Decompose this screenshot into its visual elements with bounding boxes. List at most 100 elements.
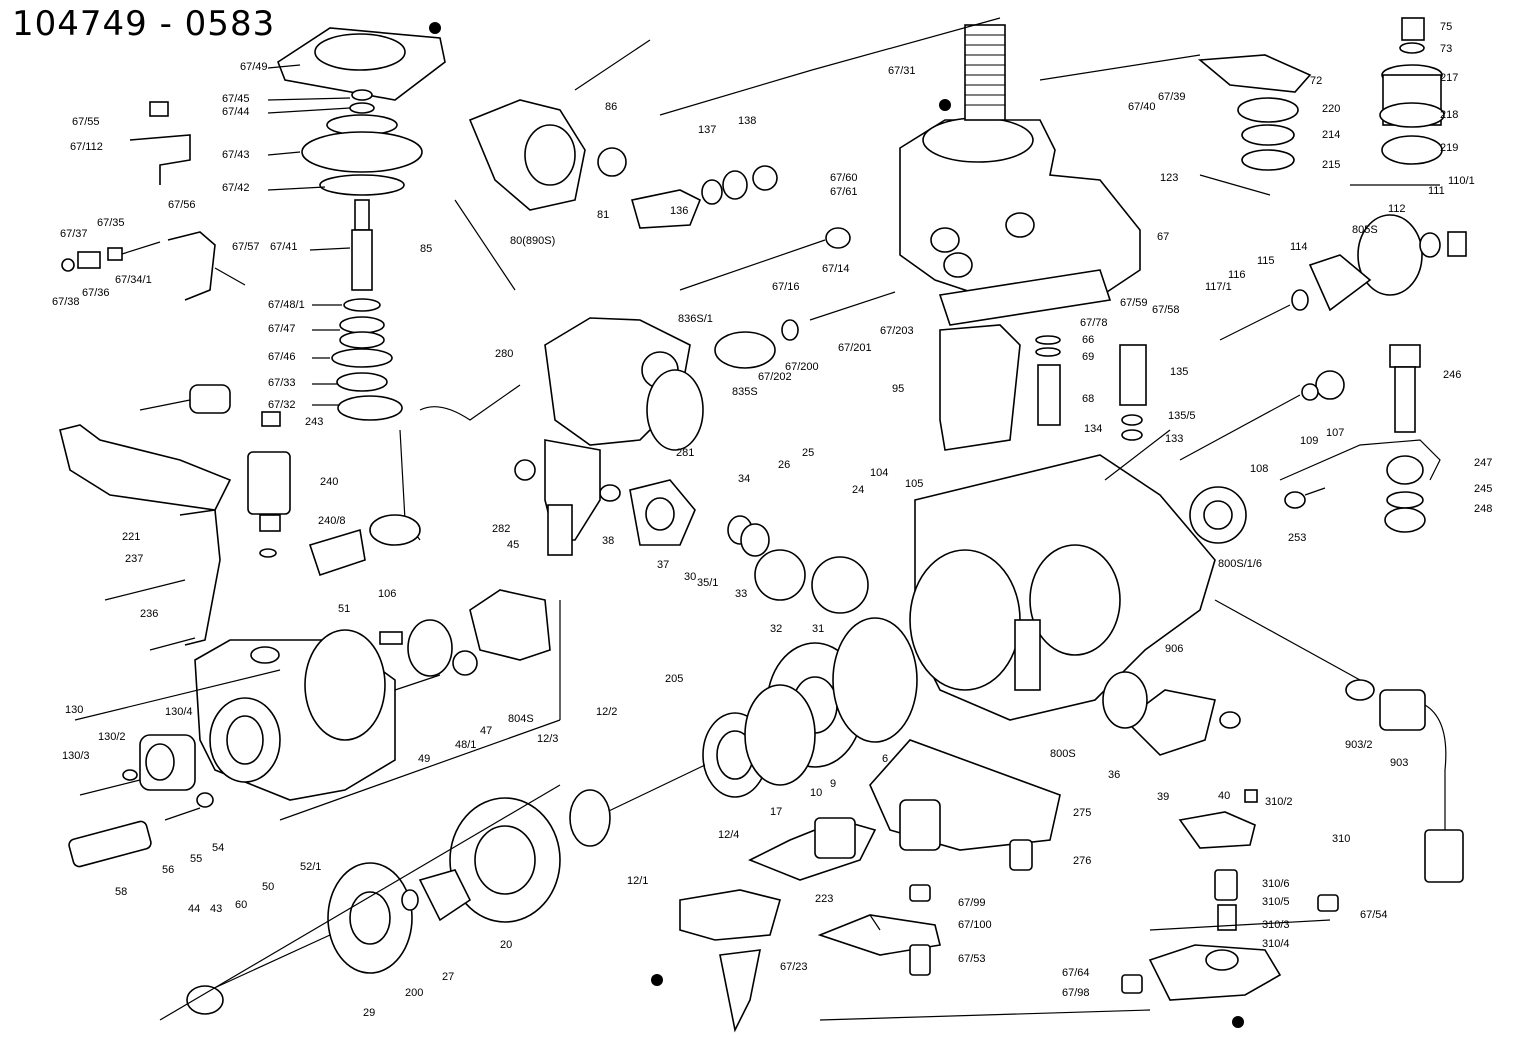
part-callout-label: 67/54 <box>1360 909 1388 921</box>
solenoid-95 <box>939 324 1021 451</box>
part-callout-label: 67/36 <box>82 287 110 299</box>
part-callout-label: 67/41 <box>270 241 298 253</box>
part-callout-label: 310 <box>1332 833 1350 845</box>
part-callout-label: 56 <box>162 864 174 876</box>
bracket-67-23 <box>651 817 877 1033</box>
part-callout-label: 67/42 <box>222 182 250 194</box>
part-callout-label: 67/44 <box>222 106 250 118</box>
part-callout-label: 47 <box>480 725 492 737</box>
part-callout-label: 67/112 <box>70 141 103 153</box>
plug-107 <box>1179 370 1345 461</box>
part-callout-label: 903 <box>1390 757 1408 769</box>
upper-housing <box>899 117 1141 301</box>
part-callout-label: 805S <box>1352 224 1378 236</box>
part-callout-label: 112 <box>1388 203 1406 215</box>
part-callout-label: 200 <box>405 987 423 999</box>
drawing-number: 104749 - 0583 <box>12 4 276 44</box>
part-callout-label: 58 <box>115 886 127 898</box>
cover-39 <box>1102 671 1241 756</box>
spring-stack-right <box>1197 17 1445 171</box>
part-callout-label: 50 <box>262 881 274 893</box>
part-callout-label: 9 <box>830 778 836 790</box>
part-callout-label: 39 <box>1157 791 1169 803</box>
part-callout-label: 48/1 <box>455 739 476 751</box>
part-callout-label: 67/59 <box>1120 297 1148 309</box>
gasket-67-78 <box>938 269 1112 326</box>
part-callout-label: 114 <box>1290 241 1308 253</box>
part-callout-label: 55 <box>190 853 202 865</box>
part-callout-label: 67/31 <box>888 65 916 77</box>
part-callout-label: 81 <box>597 209 609 221</box>
part-callout-label: 67/61 <box>830 186 858 198</box>
banjo-247 <box>1279 439 1441 533</box>
part-callout-label: 67/203 <box>880 325 914 337</box>
part-callout-label: 804S <box>508 713 534 725</box>
part-callout-label: 20 <box>500 939 512 951</box>
part-callout-label: 67/23 <box>780 961 808 973</box>
part-callout-label: 67/201 <box>838 342 872 354</box>
part-callout-label: 67/202 <box>758 371 792 383</box>
part-callout-label: 69 <box>1082 351 1094 363</box>
part-callout-label: 217 <box>1440 72 1458 84</box>
regulating-valve-804S <box>379 589 551 691</box>
part-callout-label: 12/3 <box>537 733 558 745</box>
part-callout-label: 835S <box>732 386 758 398</box>
part-callout-label: 135 <box>1170 366 1188 378</box>
part-callout-label: 67/78 <box>1080 317 1108 329</box>
part-callout-label: 310/5 <box>1262 896 1290 908</box>
part-callout-label: 67/35 <box>97 217 125 229</box>
plate-67-100 <box>817 884 941 976</box>
part-callout-label: 110/1 <box>1448 175 1475 187</box>
part-callout-label: 12/2 <box>596 706 617 718</box>
part-callout-label: 36 <box>1108 769 1120 781</box>
part-callout-label: 116 <box>1228 269 1246 281</box>
gear-shaft-right <box>1219 214 1467 341</box>
part-callout-label: 240/8 <box>318 515 346 527</box>
part-callout-label: 67/32 <box>268 399 296 411</box>
part-callout-label: 67/53 <box>958 953 986 965</box>
part-callout-label: 130/4 <box>165 706 193 718</box>
part-callout-label: 12/4 <box>718 829 739 841</box>
part-callout-label: 236 <box>140 608 158 620</box>
part-callout-label: 86 <box>605 101 617 113</box>
valve-130 <box>79 734 196 796</box>
part-callout-label: 906 <box>1165 643 1183 655</box>
bolt-276 <box>1009 839 1033 871</box>
part-callout-label: 67/57 <box>232 241 260 253</box>
callout-labels: 67/4967/4567/4467/5567/11267/4367/4267/5… <box>52 21 1492 1019</box>
bolt-253 <box>1284 487 1326 509</box>
part-callout-label: 37 <box>657 559 669 571</box>
part-callout-label: 253 <box>1288 532 1306 544</box>
part-callout-label: 31 <box>812 623 824 635</box>
part-callout-label: 105 <box>905 478 923 490</box>
part-callout-label: 35/1 <box>697 577 718 589</box>
part-callout-label: 67/58 <box>1152 304 1180 316</box>
part-callout-label: 85 <box>420 243 432 255</box>
part-callout-label: 134 <box>1084 423 1102 435</box>
part-callout-label: 75 <box>1440 21 1452 33</box>
part-callout-label: 138 <box>738 115 756 127</box>
part-callout-label: 243 <box>305 416 323 428</box>
part-callout-label: 34 <box>738 473 750 485</box>
part-callout-label: 67/40 <box>1128 101 1156 113</box>
plate-275 <box>869 739 1061 851</box>
part-callout-label: 12/1 <box>627 875 648 887</box>
part-callout-label: 276 <box>1073 855 1091 867</box>
part-callout-label: 108 <box>1250 463 1268 475</box>
part-callout-label: 67/60 <box>830 172 858 184</box>
part-callout-label: 67/14 <box>822 263 850 275</box>
part-callout-label: 25 <box>802 447 814 459</box>
fitting-58 <box>68 792 214 868</box>
part-callout-label: 310/2 <box>1265 796 1293 808</box>
part-callout-label: 67/38 <box>52 296 80 308</box>
small-brackets-left <box>61 101 246 301</box>
part-callout-label: 72 <box>1310 75 1322 87</box>
part-callout-label: 247 <box>1474 457 1492 469</box>
part-callout-label: 133 <box>1165 433 1183 445</box>
part-callout-label: 6 <box>882 753 888 765</box>
upper-shafts <box>679 227 896 369</box>
part-callout-label: 117/1 <box>1205 281 1232 293</box>
part-callout-label: 30 <box>684 571 696 583</box>
part-callout-label: 800S/1/6 <box>1218 558 1262 570</box>
